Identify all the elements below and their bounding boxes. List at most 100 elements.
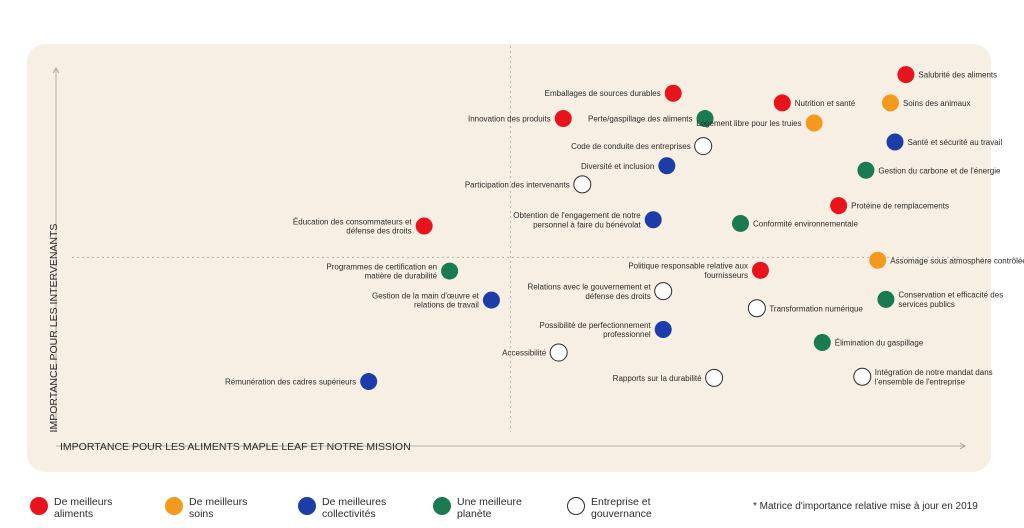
data-point: Soins des animaux [881,94,971,112]
legend-item-collectivites: De meilleures collectivités [298,496,402,520]
data-point-marker [705,368,724,387]
y-axis-arrow [52,67,60,74]
data-point-label: Innovation des produits [468,115,551,124]
data-point-label: Participation des intervenants [465,180,570,189]
data-point-marker [886,133,904,151]
legend: De meilleurs aliments De meilleurs soins… [0,496,1024,528]
data-point-label: Accessibilité [502,349,547,358]
data-point: Nutrition et santé [773,94,856,112]
data-point: Innovation des produits [468,110,572,128]
data-point-label: Rémunération des cadres supérieurs [225,378,356,387]
data-point-marker [664,84,682,102]
data-point-label: Gestion du carbone et de l'énergie [878,166,1001,175]
data-point-marker [654,282,673,301]
legend-label: De meilleurs [189,496,248,508]
data-point-marker [881,94,899,112]
legend-dot-orange [165,497,183,515]
y-axis-title: IMPORTANCE POUR LES INTERVENANTS [48,224,60,433]
data-point-marker [658,157,676,175]
data-point-label: Rapports sur la durabilité [613,374,702,383]
data-point: Logement libre pour les truies [696,114,823,132]
data-point-marker [644,211,662,229]
data-point-label: Nutrition et santé [795,99,856,108]
data-point-marker [869,251,887,269]
data-point: Élimination du gaspillage [813,333,924,351]
data-point-marker [554,110,572,128]
data-point-label: Diversité et inclusion [581,162,654,171]
data-point-marker [805,114,823,132]
data-point-marker [731,214,749,232]
data-point: Transformation numérique [747,299,863,318]
data-point: Salubrité des aliments [897,66,997,84]
data-point-marker [482,291,500,309]
legend-label: soins [189,508,214,520]
data-point-label: Transformation numérique [769,304,863,313]
data-point-marker [694,137,713,156]
data-point-marker [573,175,592,194]
data-point-marker [360,373,378,391]
legend-label: De meilleures [322,496,387,508]
legend-dot-red [30,497,48,515]
data-point: Conformité environnementale [731,214,858,232]
data-point: Accessibilité [502,343,568,362]
legend-item-aliments: De meilleurs aliments [30,496,134,520]
legend-label: aliments [54,508,94,520]
data-point-marker [549,343,568,362]
data-point-marker [853,367,872,386]
data-point-marker [747,299,766,318]
data-point-marker [696,110,714,128]
x-axis-arrow [959,442,966,450]
data-point: Assomage sous atmosphère contrôlée [869,251,1024,269]
data-point-label: Protéine de remplacements [851,202,949,211]
data-point-marker [857,161,875,179]
x-axis-title: IMPORTANCE POUR LES ALIMENTS MAPLE LEAF … [60,441,411,453]
data-point-marker [415,217,433,235]
legend-label: collectivités [322,508,376,520]
chart-panel [27,44,991,472]
data-point-marker [813,333,831,351]
axes-layer [52,46,966,450]
legend-item-gouvernance: Entreprise et gouvernance [567,496,671,520]
data-point-marker [897,66,915,84]
data-point-label: Perte/gaspillage des aliments [588,115,693,124]
legend-label: gouvernance [591,508,652,520]
legend-dot-green [433,497,451,515]
legend-dot-blue [298,497,316,515]
data-point-marker [773,94,791,112]
data-point-label: Conformité environnementale [753,219,858,228]
data-point: Emballages de sources durables [545,84,682,102]
data-point-label: Soins des animaux [903,99,971,108]
data-point-label: Santé et sécurité au travail [908,138,1003,147]
data-point-label: Salubrité des aliments [918,71,997,80]
legend-label: Entreprise et [591,496,651,508]
data-point-label: Code de conduite des entreprises [571,142,691,151]
data-point-marker [877,290,895,308]
data-point-marker [751,261,769,279]
legend-note: * Matrice d'importance relative mise à j… [753,501,978,512]
data-point: Santé et sécurité au travail [886,133,1003,151]
data-point: Diversité et inclusion [581,157,676,175]
legend-item-soins: De meilleurs soins [165,496,269,520]
data-point-label: Assomage sous atmosphère contrôlée [890,256,1024,265]
legend-item-planete: Une meilleure planète [433,496,537,520]
data-point-marker [441,262,459,280]
data-point-marker [654,320,672,338]
legend-label: De meilleurs [54,496,113,508]
data-point-label: Élimination du gaspillage [835,338,924,347]
data-point: Code de conduite des entreprises [571,137,713,156]
